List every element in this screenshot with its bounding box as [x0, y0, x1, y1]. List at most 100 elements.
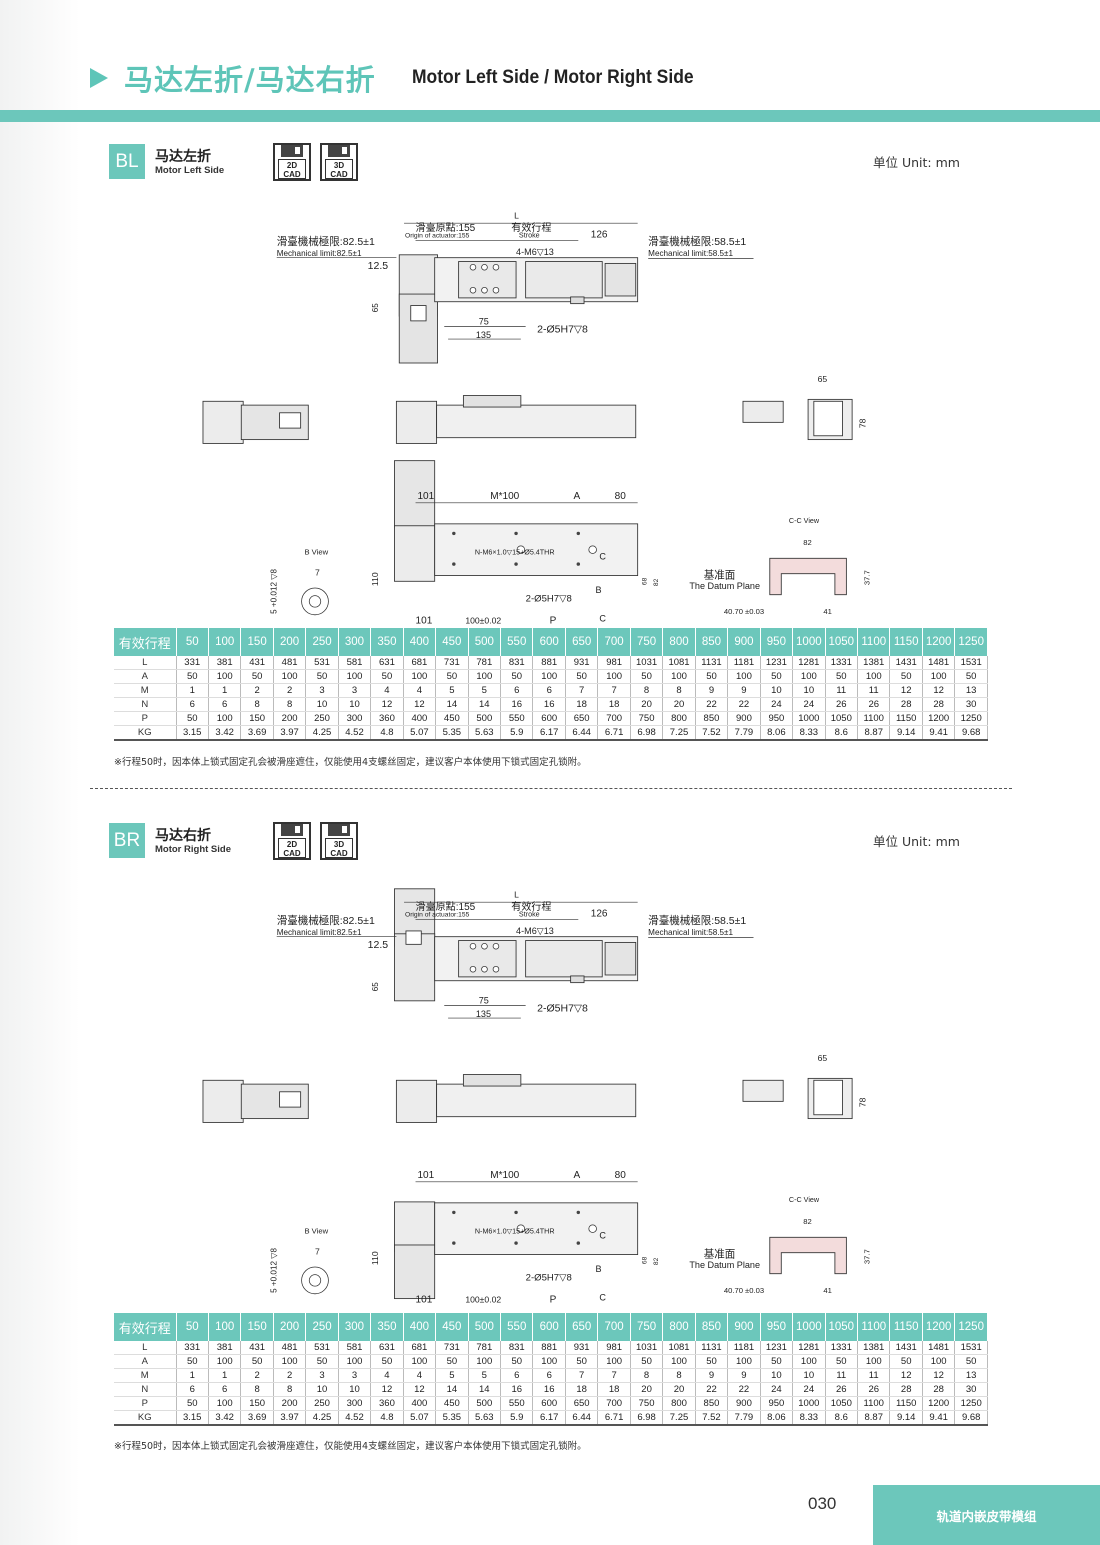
- bottom-view: [394, 460, 639, 582]
- table-cell: 3.97: [273, 1410, 307, 1427]
- table-cell: 800: [662, 1396, 696, 1412]
- table-cell: 7: [565, 683, 599, 699]
- table-cell: 24: [760, 697, 794, 713]
- table-cell: 18: [565, 697, 599, 713]
- label-cc-view: C-C View: [789, 1196, 820, 1204]
- table-cell: 6: [176, 1382, 209, 1398]
- dim-12-5: 12.5: [368, 939, 389, 951]
- label-B: B: [596, 585, 602, 595]
- table-cell: 1331: [825, 656, 859, 671]
- table-cell: 11: [825, 683, 859, 699]
- table-cell: 5.07: [403, 1410, 437, 1427]
- footnote: ※行程50时，因本体上锁式固定孔会被滑座遮住，仅能使用4支螺丝固定，建议客户本体…: [114, 1441, 587, 1452]
- table-cell: 7: [597, 1368, 631, 1384]
- table-cell: 1200: [922, 1396, 956, 1412]
- stroke-col: 150: [240, 1313, 274, 1341]
- stroke-col: 1200: [922, 1313, 956, 1341]
- table-cell: 1231: [760, 656, 794, 671]
- table-cell: 10: [338, 1382, 372, 1398]
- cad-2d-sub: CAD: [283, 170, 301, 179]
- table-cell: 100: [403, 1354, 437, 1370]
- stroke-col: 1200: [922, 628, 956, 656]
- table-cell: 7.79: [727, 725, 761, 742]
- stroke-col: 700: [597, 628, 631, 656]
- table-cell: 12: [889, 1368, 923, 1384]
- table-cell: 750: [630, 711, 664, 727]
- play-triangle-icon: [90, 68, 108, 88]
- table-cell: 1531: [954, 656, 988, 671]
- table-cell: 6.98: [630, 725, 664, 742]
- table-cell: 26: [825, 697, 859, 713]
- table-cell: 6.17: [532, 1410, 566, 1427]
- stroke-col: 250: [305, 628, 339, 656]
- table-cell: 1381: [857, 656, 891, 671]
- table-cell: 1250: [954, 711, 988, 727]
- table-cell: 3: [338, 1368, 372, 1384]
- table-cell: 11: [825, 1368, 859, 1384]
- table-cell: 10: [792, 683, 826, 699]
- table-cell: 800: [662, 711, 696, 727]
- table-cell: 6.71: [597, 1410, 631, 1427]
- table-cell: 331: [176, 1341, 209, 1356]
- table-cell: 6: [532, 683, 566, 699]
- table-cell: 600: [532, 1396, 566, 1412]
- table-cell: 7.52: [695, 1410, 729, 1427]
- table-cell: 7.25: [662, 1410, 696, 1427]
- cc-section: [769, 557, 847, 596]
- footer-category-tab[interactable]: 轨道内嵌皮带模组: [873, 1485, 1100, 1545]
- table-cell: 100: [727, 1354, 761, 1370]
- stroke-col: 1050: [825, 1313, 859, 1341]
- mech-limit-right-en: Mechanical limit:58.5±1: [648, 249, 733, 258]
- table-cell: 26: [825, 1382, 859, 1398]
- label-b-view: B View: [304, 1226, 328, 1235]
- table-cell: 100: [662, 669, 696, 685]
- dim-7: 7: [315, 1247, 320, 1257]
- table-cell: 600: [532, 711, 566, 727]
- table-cell: 11: [857, 1368, 891, 1384]
- table-cell: 100: [208, 1354, 242, 1370]
- table-cell: 100: [208, 711, 242, 727]
- table-cell: 50: [435, 669, 469, 685]
- table-cell: 7: [597, 683, 631, 699]
- dim-37-7: 37.7: [862, 1249, 871, 1264]
- row-label: L: [114, 656, 177, 671]
- table-cell: 300: [338, 1396, 372, 1412]
- table-cell: 500: [468, 711, 502, 727]
- table-cell: 400: [403, 711, 437, 727]
- table-cell: 6: [208, 1382, 242, 1398]
- row-label: N: [114, 697, 177, 713]
- table-cell: 2: [273, 1368, 307, 1384]
- dim-pin-hole: 2-Ø5H7▽8: [537, 323, 588, 335]
- table-cell: 3: [305, 683, 339, 699]
- dim-68: 68: [641, 1256, 648, 1264]
- table-cell: 1281: [792, 656, 826, 671]
- table-cell: 18: [597, 697, 631, 713]
- table-cell: 4: [403, 1368, 437, 1384]
- table-cell: 360: [370, 711, 404, 727]
- table-cell: 50: [565, 1354, 599, 1370]
- bottom-view: [394, 1201, 639, 1300]
- table-cell: 950: [760, 1396, 794, 1412]
- table-cell: 16: [532, 697, 566, 713]
- label-B: B: [596, 1264, 602, 1274]
- table-cell: 9.41: [922, 725, 956, 742]
- table-cell: 631: [370, 656, 404, 671]
- table-cell: 1431: [889, 656, 923, 671]
- dim-80: 80: [615, 1170, 627, 1181]
- row-label: P: [114, 1396, 177, 1412]
- stroke-col: 100: [208, 1313, 242, 1341]
- table-cell: 100: [597, 1354, 631, 1370]
- section-divider: [90, 788, 1012, 789]
- table-cell: 1100: [857, 711, 891, 727]
- stroke-col: 750: [630, 1313, 664, 1341]
- dim-4-m6: 4-M6▽13: [516, 926, 554, 936]
- table-cell: 8: [662, 1368, 696, 1384]
- table-cell: 22: [695, 697, 729, 713]
- table-cell: 12: [922, 1368, 956, 1384]
